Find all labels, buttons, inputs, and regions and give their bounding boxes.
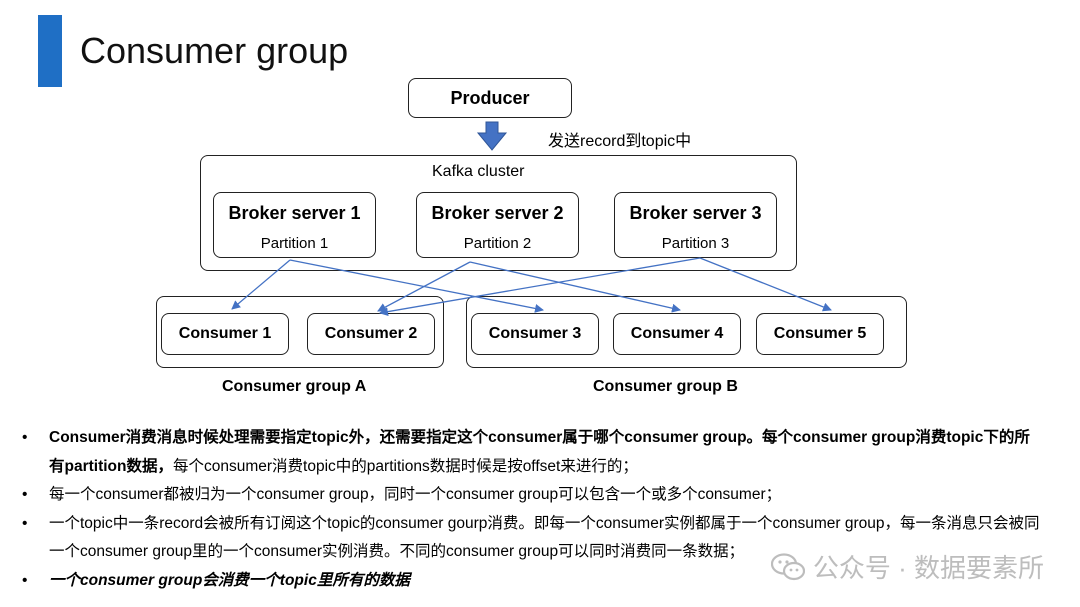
bullet-list: • Consumer消费消息时候处理需要指定topic外，还需要指定这个cons… bbox=[22, 424, 1042, 595]
consumer-2: Consumer 2 bbox=[307, 313, 435, 355]
bullet-text-bold-italic: 一个consumer group会消费一个topic里所有的数据 bbox=[49, 571, 410, 589]
bullet-item: • Consumer消费消息时候处理需要指定topic外，还需要指定这个cons… bbox=[22, 424, 1042, 481]
bullet-marker: • bbox=[22, 486, 28, 503]
title-accent-bar bbox=[38, 15, 62, 87]
partition-label: Partition 2 bbox=[463, 235, 532, 252]
bullet-text: 每一个consumer都被归为一个consumer group，同时一个cons… bbox=[49, 486, 782, 503]
wechat-icon bbox=[770, 552, 805, 580]
broker-name: Broker server 3 bbox=[629, 203, 762, 223]
watermark-text: 公众号 · 数据要素所 bbox=[812, 553, 1044, 583]
broker-server-1: Broker server 1 Partition 1 bbox=[213, 192, 376, 258]
kafka-cluster-label: Kafka cluster bbox=[432, 163, 525, 180]
bullet-marker: • bbox=[22, 571, 28, 589]
consumer-1: Consumer 1 bbox=[161, 313, 289, 355]
broker-name: Broker server 1 bbox=[228, 203, 361, 223]
producer-arrow bbox=[476, 121, 508, 151]
partition-label: Partition 1 bbox=[260, 235, 329, 252]
producer-box: Producer bbox=[408, 78, 572, 118]
bullet-item: • 一个consumer group会消费一个topic里所有的数据 bbox=[22, 567, 1042, 596]
bullet-text-bold: Consumer消费消息时候处理需要指定topic外，还需要指定这个consum… bbox=[49, 429, 1030, 475]
send-record-label: 发送record到topic中 bbox=[548, 133, 692, 150]
broker-name: Broker server 2 bbox=[431, 203, 564, 223]
bullet-marker: • bbox=[22, 429, 28, 446]
bullet-item: • 一个topic中一条record会被所有订阅这个topic的consumer… bbox=[22, 510, 1042, 567]
bullet-text: 每个consumer消费topic中的partitions数据时候是按offse… bbox=[173, 457, 638, 475]
partition-label: Partition 3 bbox=[661, 235, 730, 252]
bullet-item: • 每一个consumer都被归为一个consumer group，同时一个co… bbox=[22, 481, 1042, 510]
watermark: 公众号 · 数据要素所 bbox=[770, 548, 1044, 585]
consumer-group-a-label: Consumer group A bbox=[222, 378, 367, 395]
consumer-3: Consumer 3 bbox=[471, 313, 599, 355]
page-title: Consumer group bbox=[80, 30, 349, 71]
consumer-4: Consumer 4 bbox=[613, 313, 741, 355]
consumer-group-b-label: Consumer group B bbox=[593, 378, 738, 395]
bullet-text: 一个topic中一条record会被所有订阅这个topic的consumer g… bbox=[49, 514, 1040, 561]
consumer-5: Consumer 5 bbox=[756, 313, 884, 355]
broker-server-2: Broker server 2 Partition 2 bbox=[416, 192, 579, 258]
bullet-marker: • bbox=[22, 514, 28, 532]
broker-server-3: Broker server 3 Partition 3 bbox=[614, 192, 777, 258]
